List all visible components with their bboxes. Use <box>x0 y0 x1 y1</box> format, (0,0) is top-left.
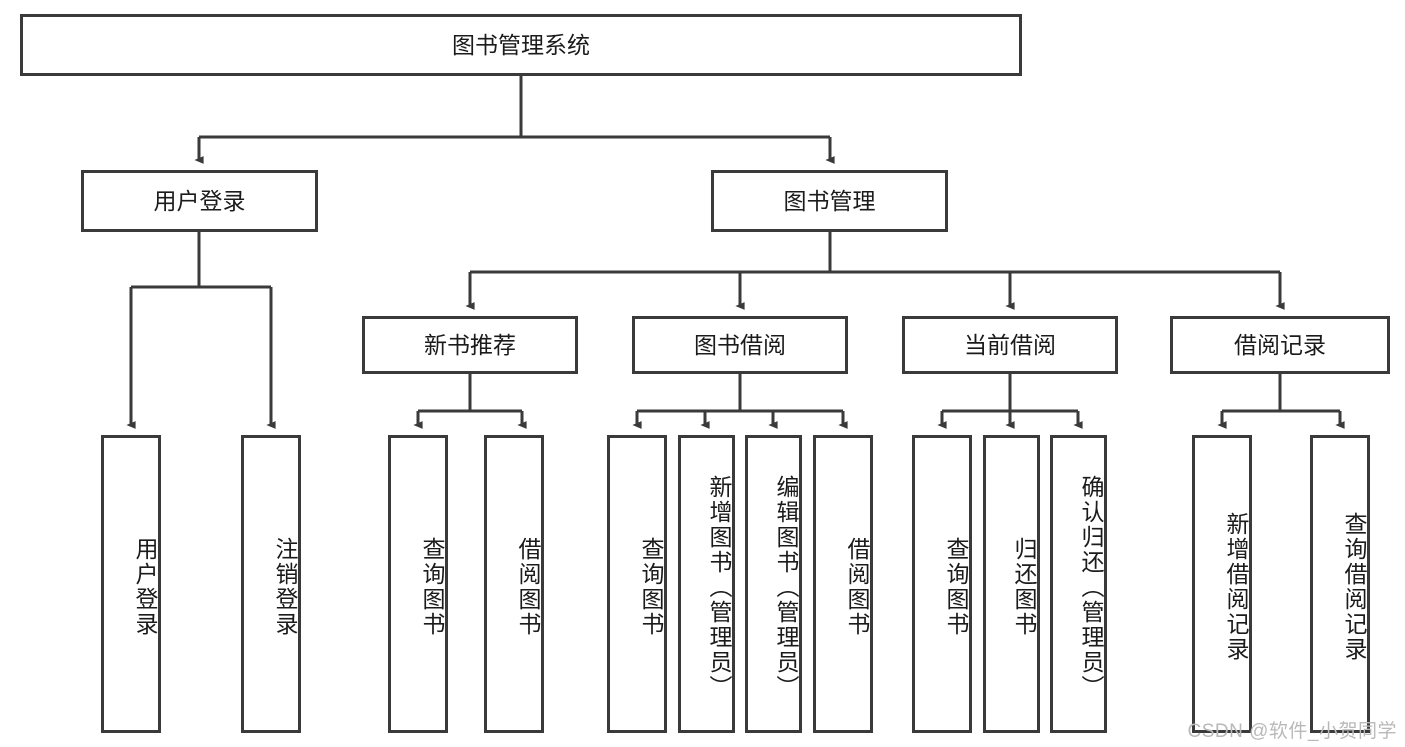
node-borrow-record[interactable]: 借阅记录 <box>1170 316 1390 374</box>
node-leaf-logout[interactable]: 注销登录 <box>241 435 301 733</box>
node-leaf-edit-book-label: 编辑图书（管理员） <box>773 474 799 700</box>
node-leaf-query-record[interactable]: 查询借阅记录 <box>1310 435 1370 733</box>
node-leaf-query-book-3-label: 查询图书 <box>943 537 969 637</box>
node-book-manage-label: 图书管理 <box>783 187 876 214</box>
node-current-borrow-label: 当前借阅 <box>964 331 1056 358</box>
node-leaf-query-book-2-label: 查询图书 <box>638 537 664 637</box>
node-leaf-add-book[interactable]: 新增图书（管理员） <box>678 435 735 733</box>
node-leaf-return-book-label: 归还图书 <box>1011 537 1037 637</box>
node-current-borrow[interactable]: 当前借阅 <box>902 316 1118 374</box>
node-leaf-logout-label: 注销登录 <box>272 537 298 637</box>
node-leaf-borrow-book-1-label: 借阅图书 <box>515 537 541 637</box>
node-root-label: 图书管理系统 <box>452 31 590 58</box>
node-user-login[interactable]: 用户登录 <box>81 170 318 232</box>
watermark: CSDN @软件_小贺同学 <box>1187 721 1397 742</box>
node-leaf-user-login-label: 用户登录 <box>132 537 158 637</box>
node-leaf-query-book-1[interactable]: 查询图书 <box>388 435 448 733</box>
node-leaf-query-book-2[interactable]: 查询图书 <box>607 435 667 733</box>
node-user-login-label: 用户登录 <box>153 187 246 214</box>
node-book-borrow-label: 图书借阅 <box>694 331 786 358</box>
node-new-book-rec[interactable]: 新书推荐 <box>362 316 578 374</box>
node-leaf-borrow-book-2-label: 借阅图书 <box>844 537 870 637</box>
node-leaf-borrow-book-2[interactable]: 借阅图书 <box>813 435 873 733</box>
node-leaf-add-book-label: 新增图书（管理员） <box>706 474 732 700</box>
node-leaf-edit-book[interactable]: 编辑图书（管理员） <box>745 435 802 733</box>
node-borrow-record-label: 借阅记录 <box>1234 331 1326 358</box>
node-book-manage[interactable]: 图书管理 <box>711 170 948 232</box>
node-leaf-query-record-label: 查询借阅记录 <box>1341 512 1367 662</box>
node-leaf-borrow-book-1[interactable]: 借阅图书 <box>484 435 544 733</box>
node-new-book-rec-label: 新书推荐 <box>424 331 516 358</box>
node-leaf-add-record[interactable]: 新增借阅记录 <box>1192 435 1252 733</box>
node-leaf-confirm-return[interactable]: 确认归还（管理员） <box>1050 435 1107 733</box>
node-leaf-query-book-3[interactable]: 查询图书 <box>912 435 972 733</box>
node-leaf-add-record-label: 新增借阅记录 <box>1223 512 1249 662</box>
node-root[interactable]: 图书管理系统 <box>20 14 1022 76</box>
node-leaf-return-book[interactable]: 归还图书 <box>983 435 1040 733</box>
node-leaf-confirm-return-label: 确认归还（管理员） <box>1078 474 1104 700</box>
node-book-borrow[interactable]: 图书借阅 <box>632 316 848 374</box>
node-leaf-user-login[interactable]: 用户登录 <box>101 435 161 733</box>
node-leaf-query-book-1-label: 查询图书 <box>419 537 445 637</box>
